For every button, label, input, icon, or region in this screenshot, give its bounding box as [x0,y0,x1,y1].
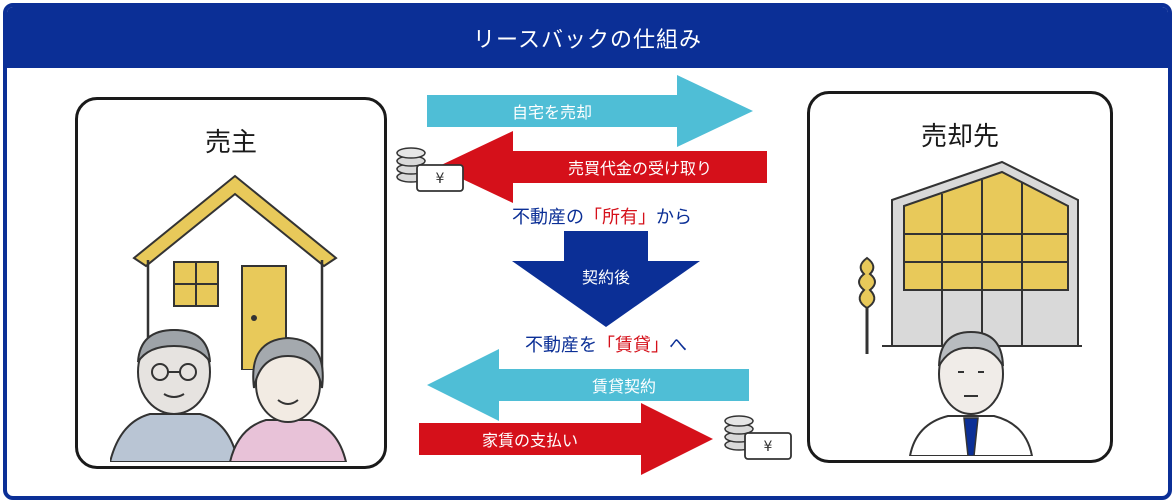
elderly-couple-icon [110,328,348,462]
receive-payment-label: 売買代金の受け取り [567,159,712,178]
buyer-box: 売却先 [807,91,1113,463]
diagram-title: リースバックの仕組み [7,7,1168,68]
seller-label: 売主 [204,128,257,158]
office-building-icon [882,160,1082,347]
buyer-label: 売却先 [920,122,999,152]
lease-contract-label: 賃貸契約 [591,377,656,396]
svg-text:¥: ¥ [436,171,445,187]
sell-home-arrow: 自宅を売却 [427,75,753,147]
after-contract-arrow: 契約後 [512,231,700,327]
sell-home-label: 自宅を売却 [511,103,592,122]
receive-payment-arrow: 売買代金の受け取り [437,131,767,203]
lease-contract-arrow: 賃貸契約 [427,349,749,421]
to-suffix: へ [669,335,687,356]
from-prefix: 不動産の [512,207,584,228]
from-suffix: から [656,207,692,228]
to-prefix: 不動産を [525,335,597,356]
coins-and-bill-icon: ¥ [396,147,464,192]
after-contract-label: 契約後 [581,268,630,287]
to-rental-caption: 不動産を「賃貸」へ [525,331,687,357]
svg-text:¥: ¥ [764,439,773,455]
coins-and-bill-icon: ¥ [724,415,792,460]
ownership-highlight: 「所有」 [584,207,656,228]
pay-rent-label: 家賃の支払い [481,431,578,450]
seller-box: 売主 [75,97,387,469]
rental-highlight: 「賃貸」 [597,335,669,356]
businessman-icon [908,330,1034,456]
from-ownership-caption: 不動産の「所有」から [512,203,692,229]
tree-icon [858,256,876,354]
diagram-frame: リースバックの仕組み 売主 [3,3,1172,500]
pay-rent-arrow: 家賃の支払い [419,403,713,475]
